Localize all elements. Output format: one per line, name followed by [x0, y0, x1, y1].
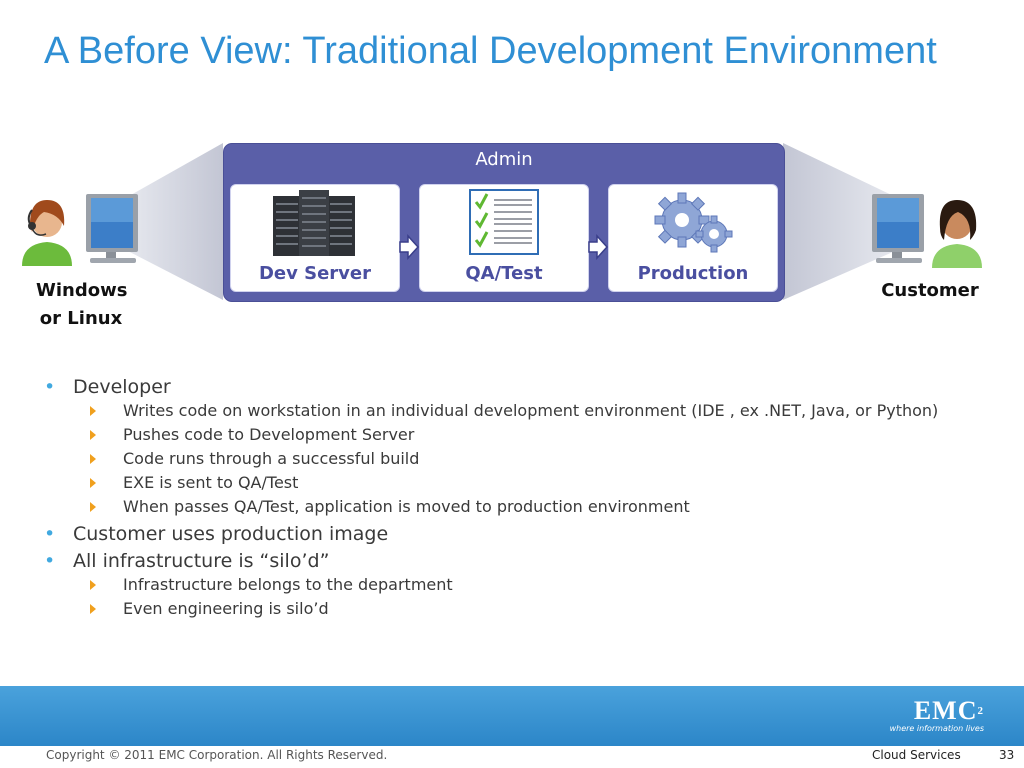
- sub-bullet-text: Even engineering is silo’d: [123, 599, 329, 618]
- sub-bullet-text: Infrastructure belongs to the department: [123, 575, 453, 594]
- qa-test-label: QA/Test: [465, 263, 543, 284]
- sub-bullet-item: Writes code on workstation in an individ…: [40, 399, 1000, 423]
- bullet-text: Customer uses production image: [73, 523, 389, 545]
- logo-tagline: where information lives: [889, 724, 984, 733]
- triangle-bullet-icon: [90, 580, 96, 590]
- triangle-bullet-icon: [90, 502, 96, 512]
- developer-workstation-icon: [22, 194, 138, 266]
- sub-bullet-text: When passes QA/Test, application is move…: [123, 497, 690, 516]
- developer-label-line1: Windows: [36, 280, 128, 301]
- arrow-right-icon: [399, 234, 420, 260]
- customer-workstation-icon: [872, 194, 982, 268]
- bullet-text: Developer: [73, 376, 171, 398]
- bullet-dot-icon: •: [44, 376, 56, 398]
- bullet-item: • Customer uses production image: [40, 522, 1000, 546]
- qa-test-box: QA/Test: [419, 184, 589, 292]
- server-rack-icon: [273, 190, 355, 256]
- sub-bullet-item: EXE is sent to QA/Test: [40, 471, 1000, 495]
- developer-label-line2: or Linux: [39, 308, 123, 329]
- production-box: Production: [608, 184, 778, 292]
- sub-bullet-text: Writes code on workstation in an individ…: [123, 401, 939, 420]
- triangle-bullet-icon: [90, 406, 96, 416]
- triangle-bullet-icon: [90, 604, 96, 614]
- emc-logo: EMC2 where information lives: [890, 698, 984, 734]
- slide-title: A Before View: Traditional Development E…: [44, 30, 937, 72]
- triangle-bullet-icon: [90, 454, 96, 464]
- admin-frame: Admin: [223, 143, 785, 302]
- bullet-dot-icon: •: [44, 523, 56, 545]
- section-label: Cloud Services: [872, 748, 961, 762]
- footer-band: EMC2 where information lives: [0, 686, 1024, 746]
- customer-label: Customer: [881, 280, 979, 301]
- sub-bullet-text: EXE is sent to QA/Test: [123, 473, 299, 492]
- sub-bullet-item: Infrastructure belongs to the department: [40, 573, 1000, 597]
- logo-text: EMC: [913, 696, 978, 725]
- production-label: Production: [637, 263, 749, 284]
- sub-bullet-item: Code runs through a successful build: [40, 447, 1000, 471]
- developer-label: Windows or Linux: [36, 277, 128, 333]
- dev-server-label: Dev Server: [258, 263, 372, 284]
- sub-bullet-text: Pushes code to Development Server: [123, 425, 415, 444]
- logo-superscript: 2: [977, 705, 984, 717]
- bullet-dot-icon: •: [44, 550, 56, 572]
- environment-diagram: Windows or Linux Customer Admin: [0, 130, 1024, 350]
- dev-server-box: Dev Server: [230, 184, 400, 292]
- arrow-right-icon: [588, 234, 609, 260]
- sub-bullet-item: Even engineering is silo’d: [40, 597, 1000, 621]
- sub-bullet-item: When passes QA/Test, application is move…: [40, 495, 1000, 519]
- sub-bullet-text: Code runs through a successful build: [123, 449, 420, 468]
- connection-beams: [122, 143, 902, 300]
- bullet-item: • All infrastructure is “silo’d”: [40, 549, 1000, 573]
- page-number: 33: [999, 748, 1015, 762]
- gears-icon: [654, 192, 733, 253]
- admin-label: Admin: [475, 149, 533, 170]
- sub-bullet-item: Pushes code to Development Server: [40, 423, 1000, 447]
- copyright-text: Copyright © 2011 EMC Corporation. All Ri…: [46, 748, 388, 762]
- checklist-icon: [469, 189, 539, 255]
- triangle-bullet-icon: [90, 430, 96, 440]
- triangle-bullet-icon: [90, 478, 96, 488]
- bullet-item: • Developer: [40, 375, 1000, 399]
- bullet-list: • Developer Writes code on workstation i…: [40, 372, 1000, 621]
- bullet-text: All infrastructure is “silo’d”: [73, 550, 330, 572]
